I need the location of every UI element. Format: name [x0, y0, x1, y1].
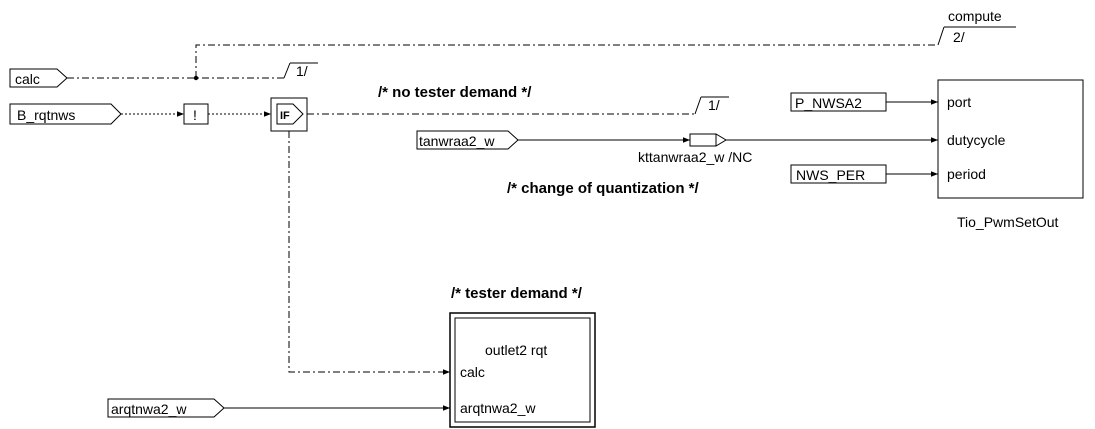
if-index: 1/ [708, 97, 720, 113]
tester-demand-inner [454, 317, 591, 423]
tester-port-calc: calc [460, 364, 485, 380]
tester-demand-outer[interactable] [449, 312, 596, 428]
calc-input[interactable]: calc [9, 68, 68, 88]
b-rqtnws-input[interactable]: B_rqtnws [9, 103, 122, 125]
p-nwsa2-label: P_NWSA2 [795, 95, 862, 111]
tester-demand-block[interactable]: outlet2 rqt calc arqtnwa2_w [449, 312, 596, 428]
not-symbol: ! [193, 107, 197, 123]
compute-label: compute [948, 8, 1002, 24]
calc-junction [193, 75, 199, 81]
arqtnwa2-port[interactable] [107, 398, 225, 418]
if-block[interactable]: IF [270, 97, 308, 132]
calc-tick [283, 62, 291, 79]
conversion-block-shape[interactable] [689, 133, 727, 147]
calc-port-label: calc [15, 71, 40, 87]
calc-port[interactable] [9, 68, 68, 88]
if-symbol: IF [280, 110, 290, 122]
tester-port-arqtnwa2: arqtnwa2_w [460, 400, 536, 416]
compute-tick [937, 26, 945, 46]
comment-no-tester: /* no tester demand */ [378, 84, 532, 101]
calc-index: 1/ [296, 63, 308, 79]
tanwraa2-label: tanwraa2_w [419, 133, 495, 149]
comment-tester: /* tester demand */ [451, 285, 583, 302]
compute-line [195, 44, 938, 78]
tester-demand-title: outlet2 rqt [485, 342, 547, 358]
b-rqtnws-label: B_rqtnws [17, 107, 75, 123]
if-tick [694, 96, 702, 115]
tio-port-period: period [947, 166, 986, 182]
tio-port-port: port [947, 94, 971, 110]
p-nwsa2-input[interactable]: P_NWSA2 [790, 92, 887, 112]
tanwraa2-port[interactable] [416, 130, 519, 150]
tio-pwmsetout-block[interactable]: port dutycycle period [937, 79, 1084, 199]
conversion-label: kttanwraa2_w /NC [638, 149, 752, 165]
if-block-shape [276, 103, 304, 125]
nws-per-input[interactable]: NWS_PER [790, 164, 887, 184]
conversion-block[interactable] [689, 133, 727, 147]
if-else-line [288, 131, 450, 375]
tio-pwmsetout-box[interactable] [937, 79, 1084, 199]
b-rqtnws-port[interactable] [9, 103, 122, 125]
compute-index: 2/ [953, 29, 965, 45]
tio-pwmsetout-name: Tio_PwmSetOut [957, 214, 1059, 230]
arqtnwa2-label: arqtnwa2_w [111, 401, 187, 417]
not-block[interactable]: ! [183, 103, 209, 125]
tio-port-dutycycle: dutycycle [947, 132, 1006, 148]
compute-sequence: compute 2/ [195, 8, 1016, 78]
tanwraa2-input[interactable]: tanwraa2_w [416, 130, 519, 150]
arqtnwa2-input[interactable]: arqtnwa2_w [107, 398, 225, 418]
nws-per-label: NWS_PER [796, 167, 865, 183]
comment-change-quant: /* change of quantization */ [507, 180, 700, 197]
